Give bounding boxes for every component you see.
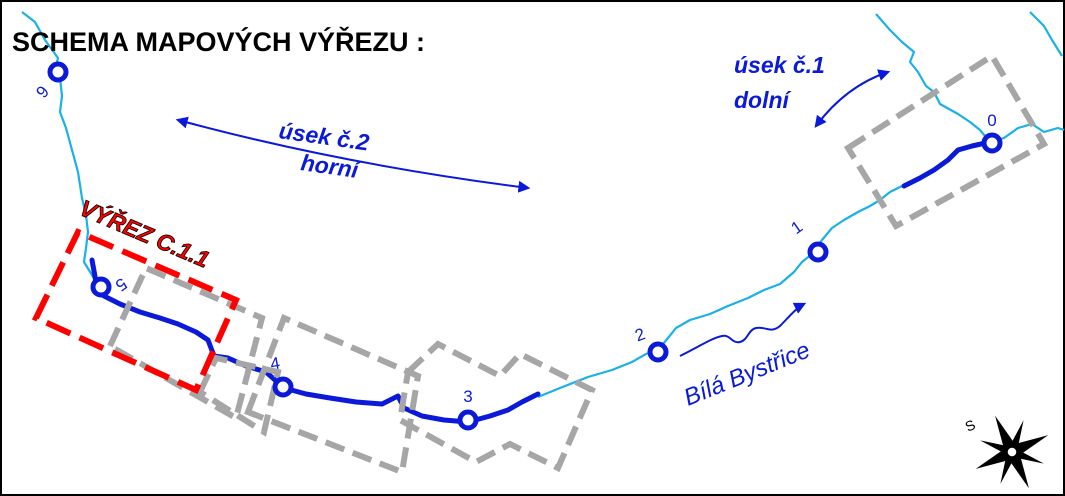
segment-lower-line1: úsek č.1	[734, 52, 825, 78]
point-4-marker[interactable]	[272, 376, 294, 398]
cutout-frame-5	[106, 264, 266, 423]
river-name-label: Bílá Bystřice	[680, 337, 814, 412]
segment-upper-line1: úsek č.2	[277, 117, 371, 155]
segment-lower-arrow	[814, 69, 891, 128]
active-cutout-frame[interactable]	[31, 228, 240, 394]
point-label-3: 3	[463, 387, 472, 406]
survey-points	[47, 61, 1003, 431]
point-label-0: 0	[987, 111, 996, 130]
point-label-2: 2	[632, 324, 647, 345]
compass-label: S	[963, 416, 978, 434]
cutout-frame-4	[244, 314, 422, 477]
point-label-5: 5	[112, 274, 131, 295]
cutout-frame-4b	[196, 354, 282, 437]
point-0-marker[interactable]	[981, 132, 1003, 154]
point-label-1: 1	[788, 217, 807, 238]
river-lower-course	[537, 181, 911, 399]
tributary-far-right	[1029, 11, 1063, 57]
point-1-marker[interactable]	[807, 241, 829, 263]
river-dark	[89, 139, 993, 425]
cutout-frames	[106, 51, 1049, 477]
river-light	[21, 11, 1065, 399]
compass-icon	[975, 415, 1049, 489]
point-6-marker[interactable]	[47, 61, 69, 83]
segment-upper-arrow	[175, 116, 531, 193]
tributary-top-left	[21, 11, 101, 289]
segment-upper-line2: horní	[299, 149, 362, 183]
point-label-4: 4	[269, 353, 282, 373]
cutout-frame-0	[843, 51, 1049, 231]
river-flow-arrow	[679, 302, 807, 357]
point-3-marker[interactable]	[457, 409, 479, 431]
cutout-frame-3	[396, 340, 596, 473]
point-label-6: 6	[32, 82, 53, 101]
segment-lower-line2: dolní	[734, 87, 792, 113]
map-title: SCHEMA MAPOVÝCH VÝŘEZU :	[12, 26, 425, 57]
river-reach-lower	[901, 139, 993, 189]
tributary-top-right	[875, 13, 991, 143]
point-5-marker[interactable]	[90, 276, 112, 298]
point-2-marker[interactable]	[647, 341, 669, 363]
